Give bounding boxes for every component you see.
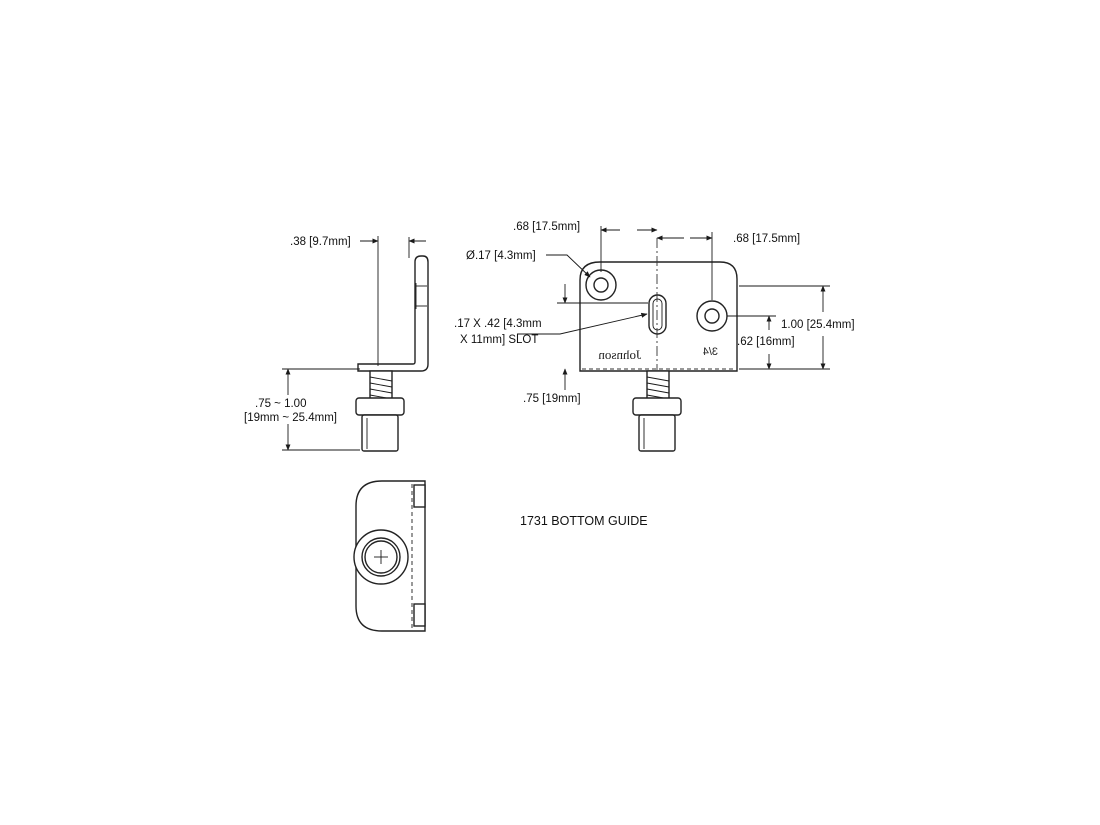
dim-slot-line2: X 11mm] SLOT [460,334,538,346]
front-barrel [638,414,676,452]
dim-hole-diameter: Ø.17 [4.3mm] [466,250,536,262]
adjustment-slot [648,294,667,335]
side-bracket [357,255,429,372]
side-spring [369,370,393,402]
drawing-title: 1731 BOTTOM GUIDE [520,514,648,528]
dim-screw-range-line1: .75 ~ 1.00 [255,398,306,410]
front-view: Johnson 3/4 .68 [17.5mm] .68 [17.5mm] Ø.… [454,221,855,452]
dim-hole-height: .62 [16mm] [737,336,795,348]
bottom-view [353,480,426,632]
front-flange [632,397,682,416]
front-spring [646,370,670,402]
dim-slot-offset: .75 [19mm] [523,393,581,405]
side-view: .38 [9.7mm] .75 ~ 1.00 [19mm ~ 25.4mm] [244,236,429,452]
side-barrel [361,414,399,452]
dim-screw-range-line2: [19mm ~ 25.4mm] [244,412,337,424]
dim-total-height: 1.00 [25.4mm] [781,319,855,331]
size-marking: 3/4 [703,346,718,358]
dim-side-width: .38 [9.7mm] [290,236,351,248]
side-flange [355,397,405,416]
brand-marking: Johnson [598,347,641,362]
dim-hole-spacing-left: .68 [17.5mm] [513,221,580,233]
dim-slot-line1: .17 X .42 [4.3mm [454,318,542,330]
dim-hole-spacing-right: .68 [17.5mm] [733,233,800,245]
